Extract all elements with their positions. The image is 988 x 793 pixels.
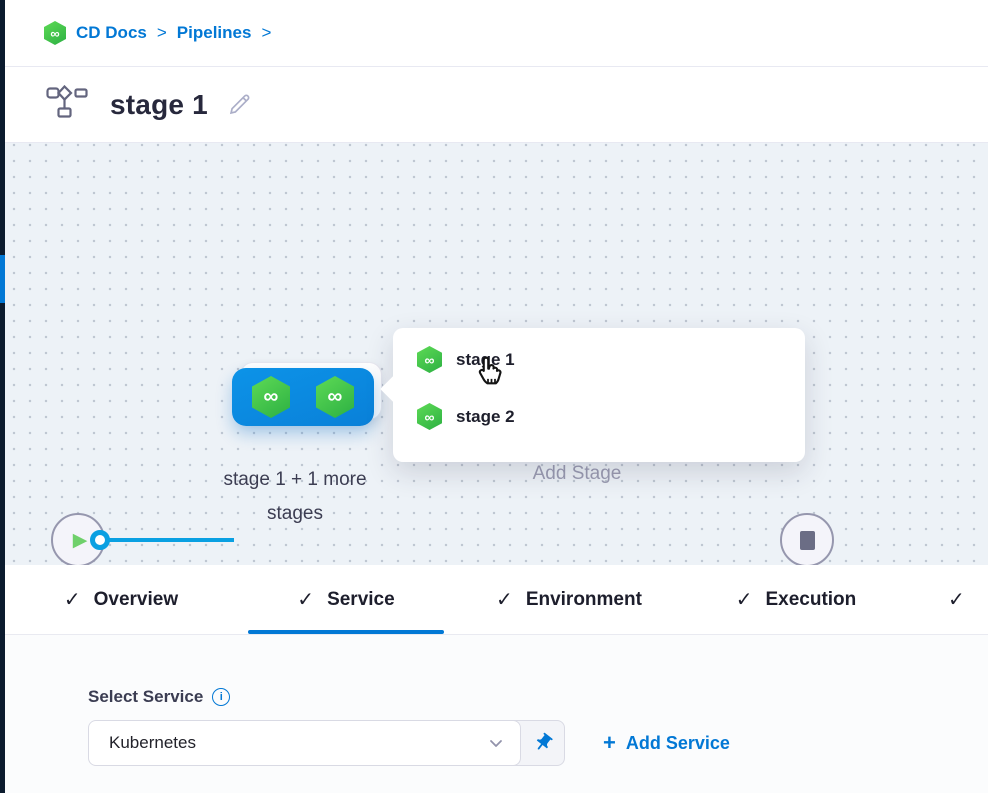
service-tab-content: Select Service i Kubernetes + Add Servic… bbox=[0, 635, 988, 793]
breadcrumb: ∞ CD Docs > Pipelines > bbox=[44, 21, 271, 45]
pin-icon bbox=[536, 732, 553, 750]
tab-execution[interactable]: ✓ Execution bbox=[704, 565, 888, 634]
breadcrumb-separator-icon: > bbox=[156, 23, 167, 42]
add-stage-label[interactable]: Add Stage bbox=[532, 463, 622, 484]
stage-hexagon-icon: ∞ bbox=[252, 376, 290, 418]
popup-item-stage-2[interactable]: ∞ stage 2 bbox=[417, 403, 515, 430]
breadcrumb-project[interactable]: CD Docs bbox=[76, 23, 147, 42]
service-select-value: Kubernetes bbox=[109, 733, 196, 752]
pencil-icon bbox=[229, 94, 250, 115]
tab-partial-clipped[interactable]: ✓ bbox=[930, 565, 988, 634]
check-icon: ✓ bbox=[63, 589, 81, 611]
stage-tabs: ✓ Overview ✓ Service ✓ Environment ✓ Exe… bbox=[0, 565, 988, 635]
breadcrumb-separator-icon: > bbox=[261, 23, 272, 42]
check-icon: ✓ bbox=[735, 589, 753, 611]
stage-hexagon-icon: ∞ bbox=[316, 376, 354, 418]
breadcrumb-pipelines[interactable]: Pipelines bbox=[176, 23, 252, 42]
select-service-label-row: Select Service i bbox=[88, 687, 988, 707]
chevron-down-icon bbox=[490, 740, 502, 747]
stage-header: stage 1 bbox=[0, 67, 988, 143]
tab-overview[interactable]: ✓ Overview bbox=[30, 565, 212, 634]
stop-icon bbox=[799, 530, 815, 550]
tab-label: Environment bbox=[525, 588, 642, 610]
popup-item-stage-1[interactable]: ∞ stage 1 bbox=[417, 346, 515, 373]
tab-label: Execution bbox=[765, 588, 857, 610]
check-icon: ✓ bbox=[948, 589, 965, 611]
tab-environment[interactable]: ✓ Environment bbox=[462, 565, 676, 634]
stage-hexagon-icon: ∞ bbox=[417, 403, 442, 430]
stage-group-label-line1: stage 1 + 1 more bbox=[223, 469, 367, 490]
tab-label: Service bbox=[327, 588, 395, 610]
tab-service[interactable]: ✓ Service bbox=[248, 565, 444, 634]
pipeline-end-node[interactable] bbox=[780, 513, 834, 565]
connector-port-icon[interactable] bbox=[90, 530, 110, 550]
left-nav-edge bbox=[0, 0, 5, 793]
infinity-icon: ∞ bbox=[327, 385, 343, 408]
infinity-icon: ∞ bbox=[263, 385, 279, 408]
check-icon: ✓ bbox=[297, 589, 315, 611]
add-service-button[interactable]: + Add Service bbox=[603, 732, 730, 754]
stage-group-label: stage 1 + 1 more stages bbox=[165, 463, 425, 531]
plus-icon: + bbox=[603, 730, 616, 755]
service-row: Kubernetes + Add Service bbox=[88, 720, 988, 766]
service-select-dropdown[interactable]: Kubernetes bbox=[88, 720, 521, 766]
breadcrumb-bar: ∞ CD Docs > Pipelines > bbox=[0, 0, 988, 67]
edit-stage-name-button[interactable] bbox=[226, 91, 253, 118]
pipeline-canvas[interactable]: ▶ ∞ ∞ stage 1 + 1 more stages Add Stage … bbox=[0, 143, 988, 565]
infinity-icon: ∞ bbox=[424, 408, 435, 425]
stage-group-label-line2: stages bbox=[267, 503, 323, 524]
pin-service-button[interactable] bbox=[513, 720, 565, 766]
info-icon[interactable]: i bbox=[212, 688, 231, 706]
popup-item-label: stage 2 bbox=[456, 406, 515, 426]
infinity-icon: ∞ bbox=[50, 25, 60, 41]
check-icon: ✓ bbox=[496, 589, 513, 611]
tab-label: Overview bbox=[93, 588, 179, 610]
nav-scroll-thumb[interactable] bbox=[0, 255, 5, 303]
popup-item-label: stage 1 bbox=[456, 349, 515, 369]
play-icon: ▶ bbox=[72, 529, 88, 551]
stage-group-node[interactable]: ∞ ∞ bbox=[232, 368, 374, 426]
infinity-icon: ∞ bbox=[424, 351, 435, 368]
page-title: stage 1 bbox=[110, 88, 208, 120]
stage-hexagon-icon: ∞ bbox=[417, 346, 442, 373]
harness-cd-module-icon: ∞ bbox=[44, 21, 66, 45]
stage-list-popup: ∞ stage 1 ∞ stage 2 bbox=[393, 328, 805, 462]
active-tab-underline bbox=[248, 630, 444, 634]
stage-connector-line bbox=[100, 538, 234, 542]
pipeline-icon bbox=[46, 84, 88, 124]
add-service-label: Add Service bbox=[625, 732, 730, 753]
select-service-label: Select Service bbox=[88, 687, 204, 706]
